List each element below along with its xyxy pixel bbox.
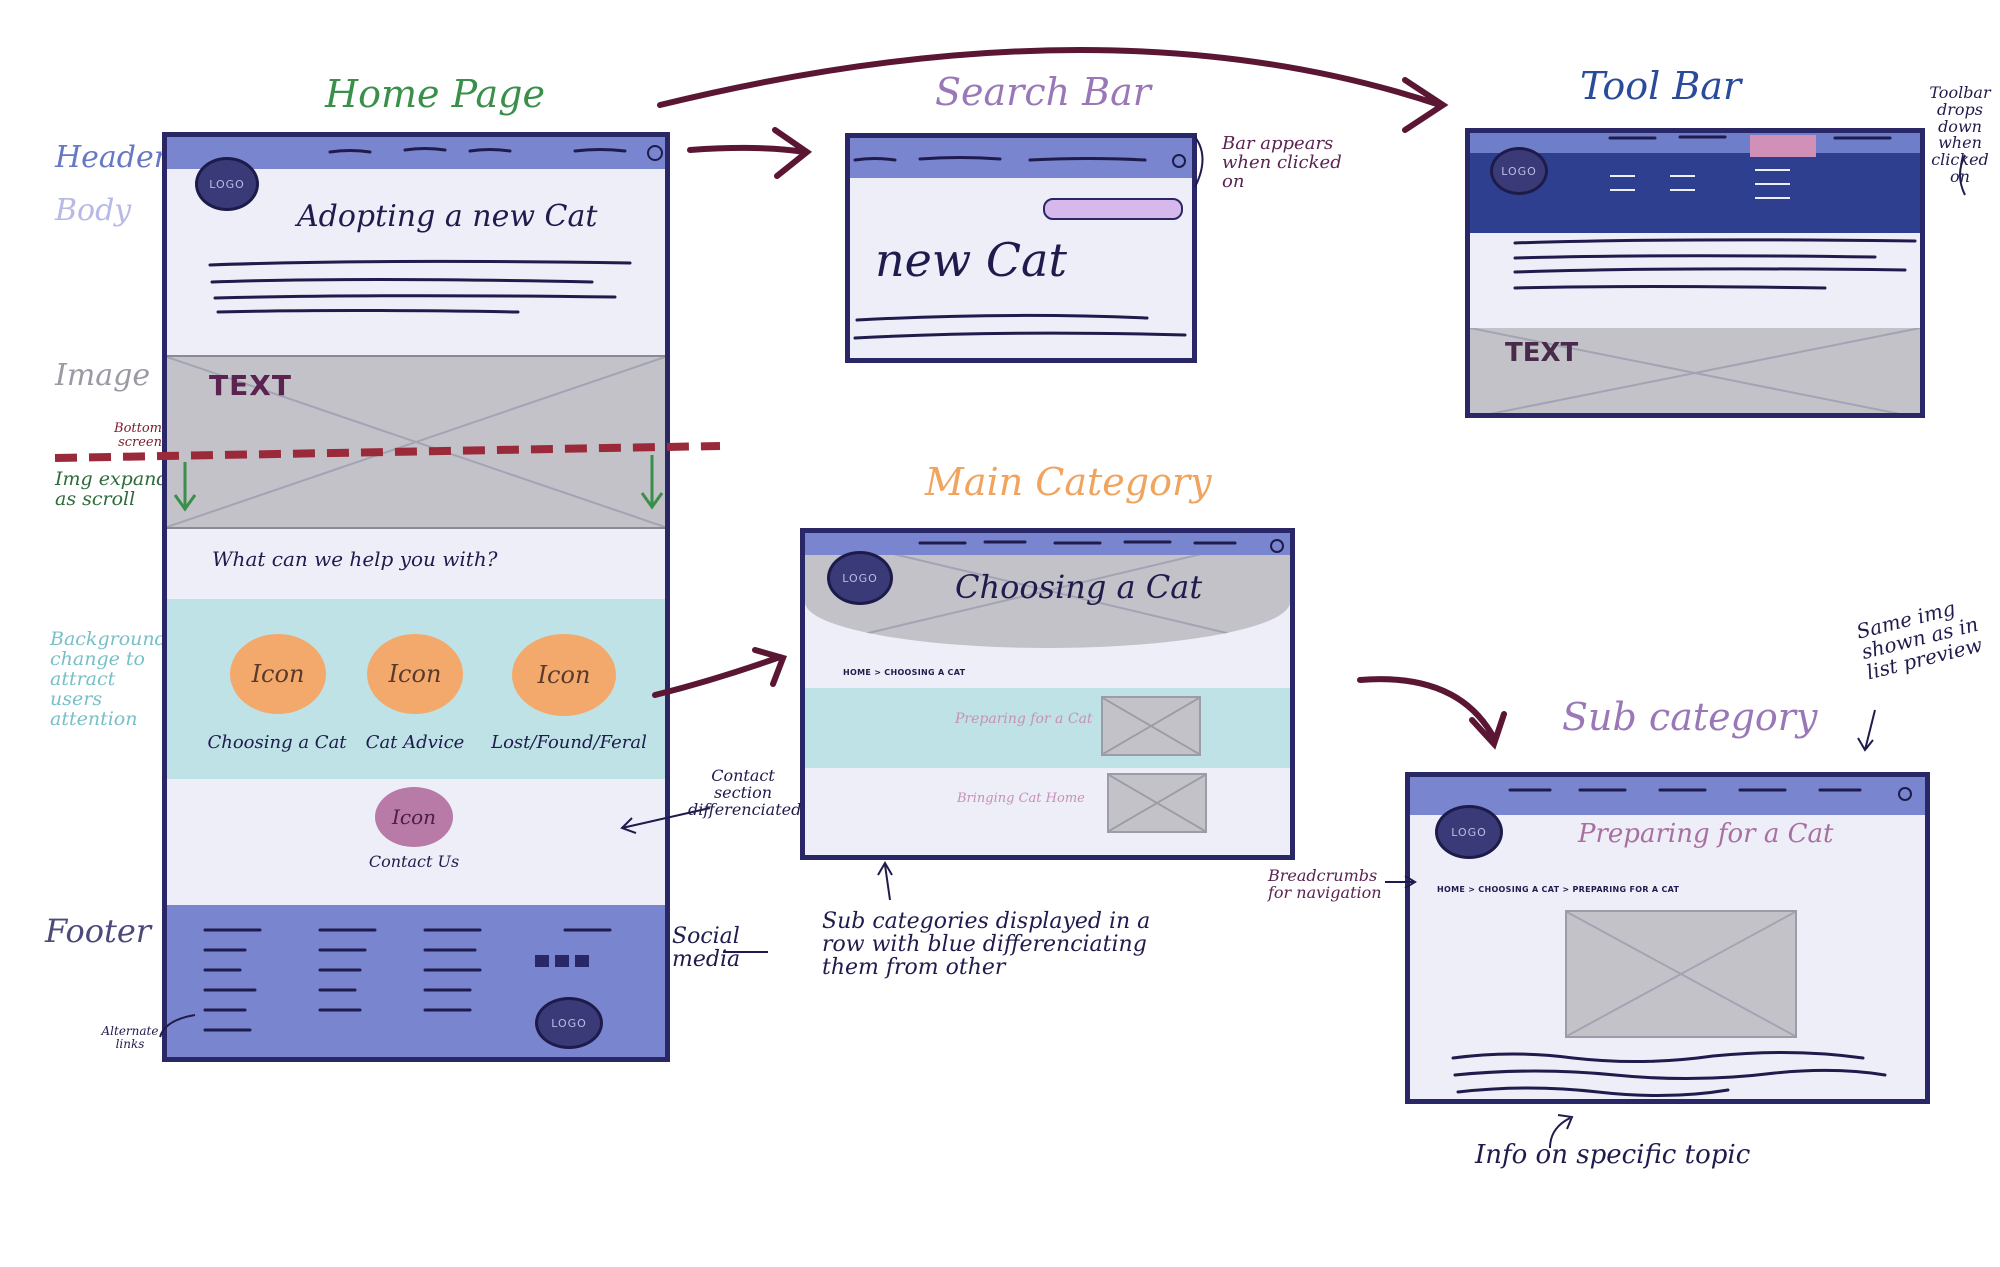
main-subcat-label-2[interactable]: Bringing Cat Home xyxy=(957,791,1085,806)
search-input[interactable] xyxy=(1043,198,1183,220)
search-icon[interactable] xyxy=(1172,154,1186,168)
search-bar-title: Search Bar xyxy=(935,70,1151,114)
search-icon[interactable] xyxy=(1898,787,1912,801)
lost-found-caption[interactable]: Lost/Found/Feral xyxy=(491,732,647,753)
background-change-label: Background change to attract users atten… xyxy=(50,628,167,730)
bottom-screen-label: Bottom screen xyxy=(114,421,162,450)
contact-caption[interactable]: Contact Us xyxy=(368,852,460,871)
search-icon[interactable] xyxy=(647,145,663,161)
search-header xyxy=(850,138,1192,178)
sub-logo[interactable]: LOGO xyxy=(1435,805,1503,859)
social-icon[interactable] xyxy=(575,955,589,967)
main-subcat-row-1[interactable] xyxy=(805,688,1290,768)
main-category-frame: LOGO Choosing a Cat HOME > CHOOSING A CA… xyxy=(800,528,1295,860)
search-bar-frame: new Cat xyxy=(845,133,1197,363)
social-media-icons[interactable] xyxy=(535,955,595,969)
tool-bar-title: Tool Bar xyxy=(1580,64,1742,108)
main-subcat-thumb-2[interactable] xyxy=(1107,773,1207,833)
social-media-note: Social media xyxy=(672,924,741,973)
tool-bar-frame: LOGO TEXT xyxy=(1465,128,1925,418)
body-label: Body xyxy=(55,193,132,228)
same-img-note: Same img shown as in list preview xyxy=(1853,595,1985,685)
main-subcat-thumb-1[interactable] xyxy=(1101,696,1201,756)
sub-header xyxy=(1410,777,1925,815)
info-topic-note: Info on specific topic xyxy=(1475,1140,1751,1170)
home-hero-image xyxy=(167,355,665,529)
header-label: Header xyxy=(55,140,169,175)
image-label: Image xyxy=(55,358,151,393)
home-page-frame: LOGO Adopting a new Cat TEXT What can we… xyxy=(162,132,670,1062)
help-question: What can we help you with? xyxy=(212,547,498,571)
social-icon[interactable] xyxy=(535,955,549,967)
contact-icon[interactable]: Icon xyxy=(375,787,453,847)
alternate-links-label: Alternate links xyxy=(101,1024,159,1051)
image-placeholder-cross xyxy=(167,356,665,528)
toolbar-hero-image xyxy=(1470,327,1920,413)
choosing-cat-caption[interactable]: Choosing a Cat xyxy=(207,732,347,753)
toolbar-drops-note: Toolbar drops down when clicked on xyxy=(1929,83,1991,186)
home-page-title: Home Page xyxy=(325,72,545,116)
home-logo[interactable]: LOGO xyxy=(195,157,259,211)
cat-advice-caption[interactable]: Cat Advice xyxy=(365,732,465,753)
social-icon[interactable] xyxy=(555,955,569,967)
sub-category-frame: LOGO Preparing for a Cat HOME > CHOOSING… xyxy=(1405,772,1930,1104)
footer-logo[interactable]: LOGO xyxy=(535,997,603,1049)
toolbar-hero-text: TEXT xyxy=(1505,338,1579,368)
choosing-cat-icon[interactable]: Icon xyxy=(230,634,326,714)
sub-category-title: Sub category xyxy=(1562,695,1818,739)
cat-advice-icon[interactable]: Icon xyxy=(367,634,463,714)
img-expands-label: Img expands as scroll xyxy=(55,468,179,510)
home-heading: Adopting a new Cat xyxy=(297,199,598,234)
search-icon[interactable] xyxy=(1270,539,1284,553)
toolbar-nav-strip xyxy=(1470,133,1920,153)
toolbar-highlight-tab[interactable] xyxy=(1750,135,1816,157)
subcategories-row-note: Sub categories displayed in a row with b… xyxy=(822,909,1151,981)
sub-heading: Preparing for a Cat xyxy=(1578,819,1834,849)
main-breadcrumb[interactable]: HOME > CHOOSING A CAT xyxy=(843,668,966,677)
breadcrumbs-note: Breadcrumbs for navigation xyxy=(1268,866,1382,902)
footer-label: Footer xyxy=(45,912,152,950)
main-header xyxy=(805,533,1290,555)
main-category-title: Main Category xyxy=(925,460,1212,504)
main-subcat-label-1[interactable]: Preparing for a Cat xyxy=(955,711,1093,727)
toolbar-logo[interactable]: LOGO xyxy=(1490,147,1548,195)
contact-section-note: Contact section differenciated xyxy=(688,766,802,819)
lost-found-icon[interactable]: Icon xyxy=(512,634,616,716)
search-heading: new Cat xyxy=(875,233,1067,287)
sub-breadcrumb[interactable]: HOME > CHOOSING A CAT > PREPARING FOR A … xyxy=(1437,885,1680,894)
image-placeholder-cross xyxy=(1470,327,1920,413)
home-hero-text: TEXT xyxy=(209,369,292,402)
bar-appears-note: Bar appears when clicked on xyxy=(1222,133,1342,192)
sub-main-image xyxy=(1565,910,1797,1038)
main-heading: Choosing a Cat xyxy=(955,568,1203,606)
main-logo[interactable]: LOGO xyxy=(827,551,893,605)
